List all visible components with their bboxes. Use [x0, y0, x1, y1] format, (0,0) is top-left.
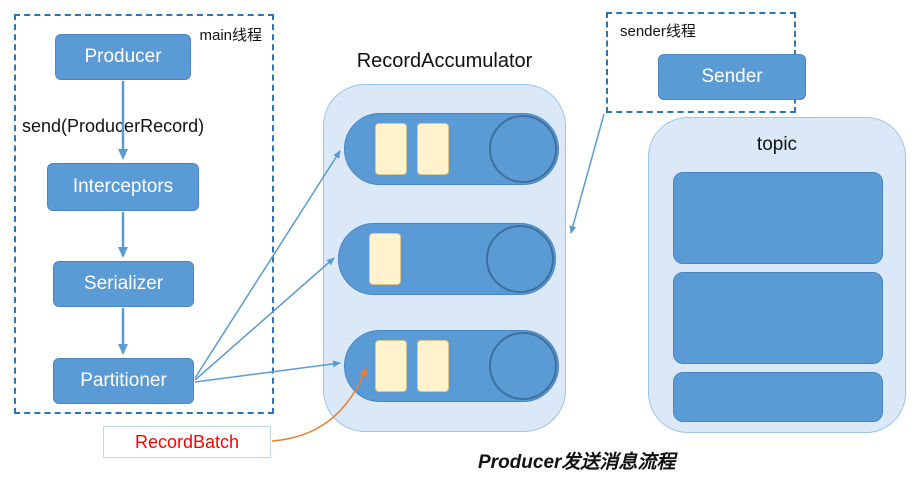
message-queue-3 [344, 330, 559, 402]
interceptors-node: Interceptors [47, 163, 199, 211]
producer-node: Producer [55, 34, 191, 80]
record-batch-cell [375, 123, 407, 175]
topic-label: topic [756, 134, 798, 155]
arrow-sender-to-accumulator [569, 113, 605, 234]
partitioner-node: Partitioner [53, 358, 194, 404]
send-producerrecord-label: send(ProducerRecord) [22, 116, 205, 136]
sender-node: Sender [658, 54, 806, 100]
queue-end-circle [486, 225, 554, 293]
serializer-node: Serializer [53, 261, 194, 307]
record-batch-cell [369, 233, 401, 285]
main-thread-label: main线程 [199, 27, 262, 44]
partition-2 [673, 272, 883, 364]
record-batch-cell [417, 340, 449, 392]
record-batch-label: RecordBatch [134, 431, 240, 452]
record-accumulator-title: RecordAccumulator [356, 50, 533, 72]
record-batch-callout: RecordBatch [103, 426, 271, 458]
record-accumulator-box [323, 84, 566, 432]
partition-3 [673, 372, 883, 422]
record-batch-cell [375, 340, 407, 392]
diagram-caption: Producer发送消息流程 [478, 452, 676, 473]
record-batch-cell [417, 123, 449, 175]
sender-thread-label: sender线程 [620, 23, 696, 40]
partition-1 [673, 172, 883, 264]
queue-end-circle [489, 332, 557, 400]
topic-box: topic [648, 117, 906, 433]
message-queue-2 [338, 223, 556, 295]
queue-end-circle [489, 115, 557, 183]
message-queue-1 [344, 113, 559, 185]
